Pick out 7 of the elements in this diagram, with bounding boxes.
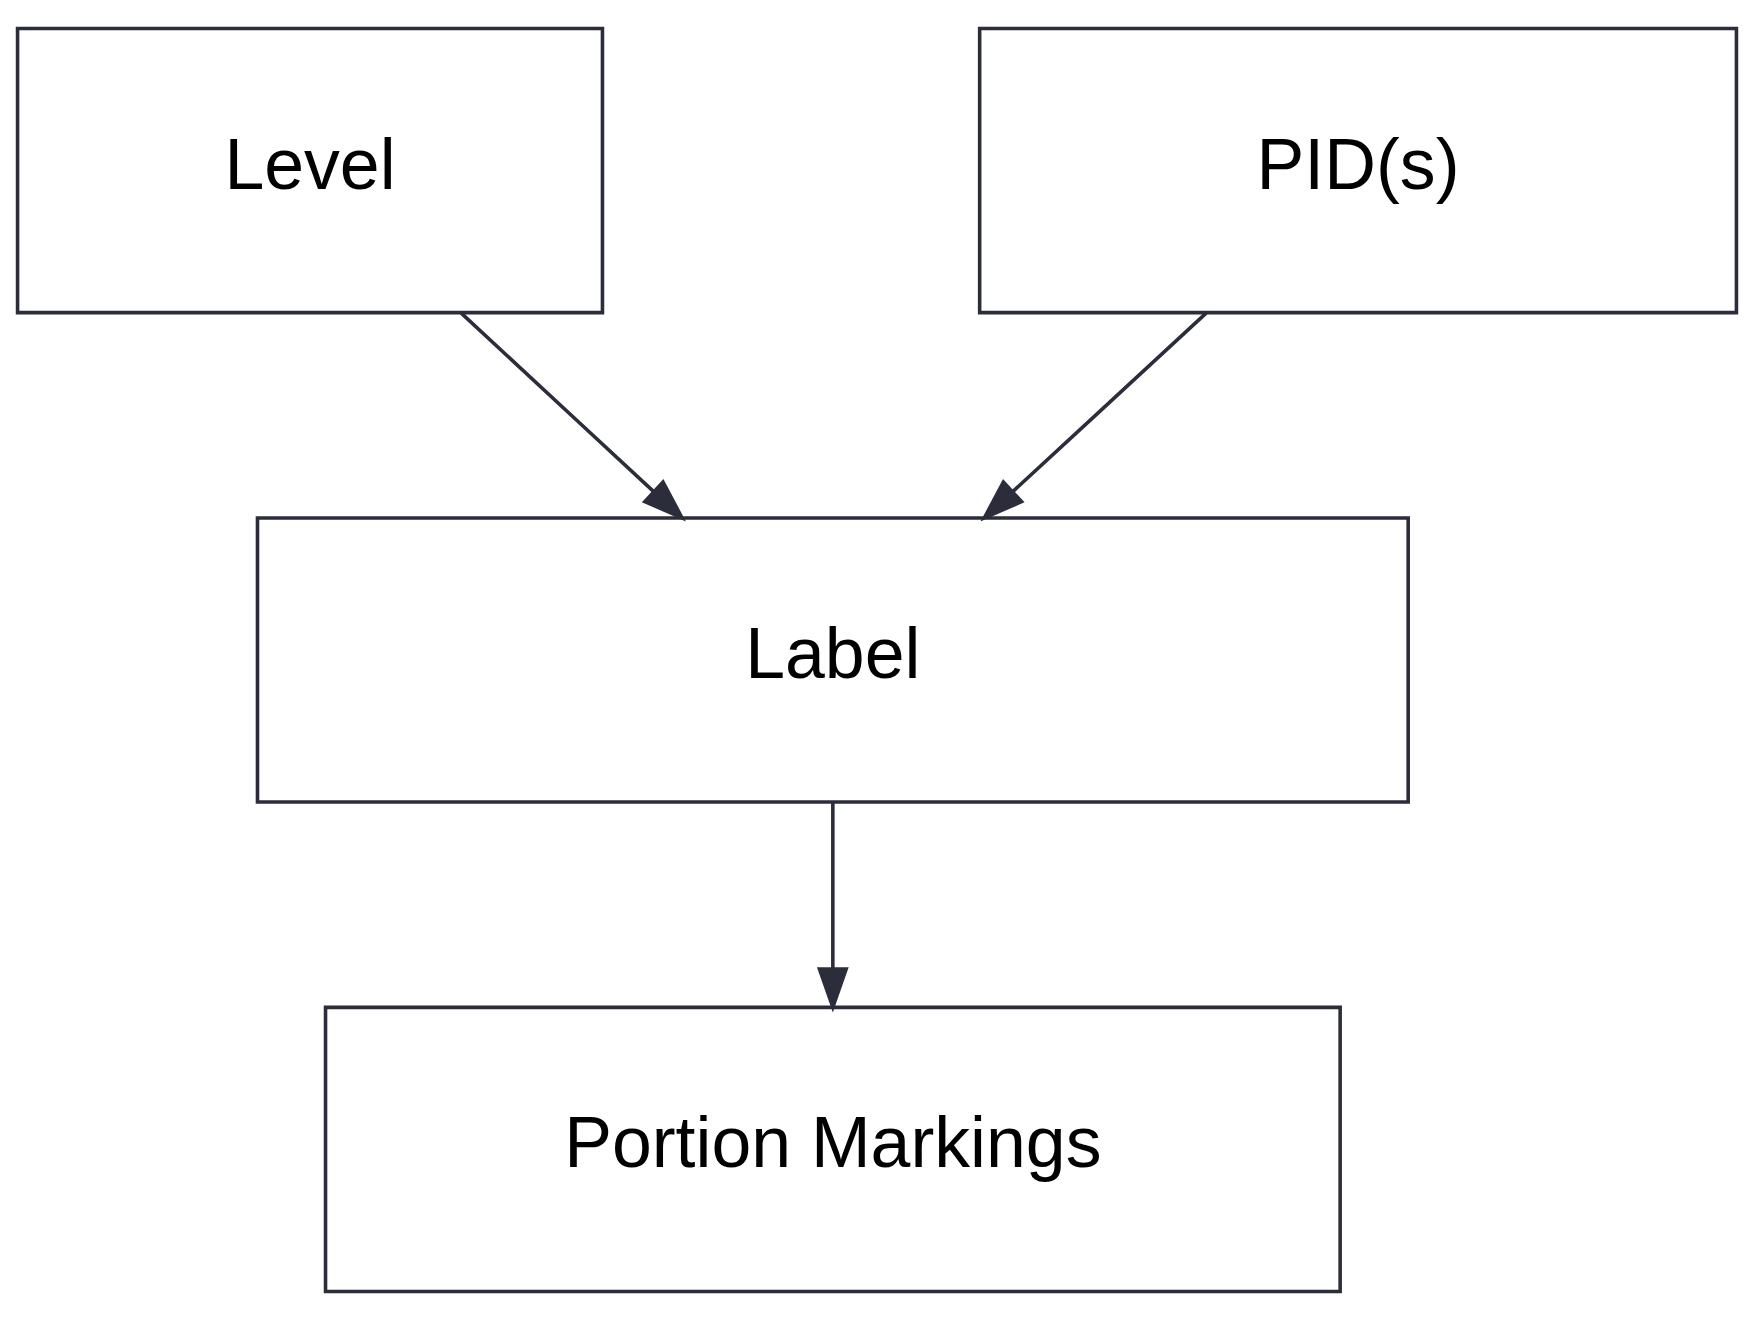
arrow — [980, 311, 1208, 522]
node-box: PID(s) — [977, 26, 1739, 315]
arrow — [460, 311, 686, 522]
node-box: Level — [15, 26, 605, 315]
node-box: Portion Markings — [323, 1005, 1342, 1294]
node-box: Label — [255, 516, 1410, 804]
arrow — [816, 802, 849, 1013]
